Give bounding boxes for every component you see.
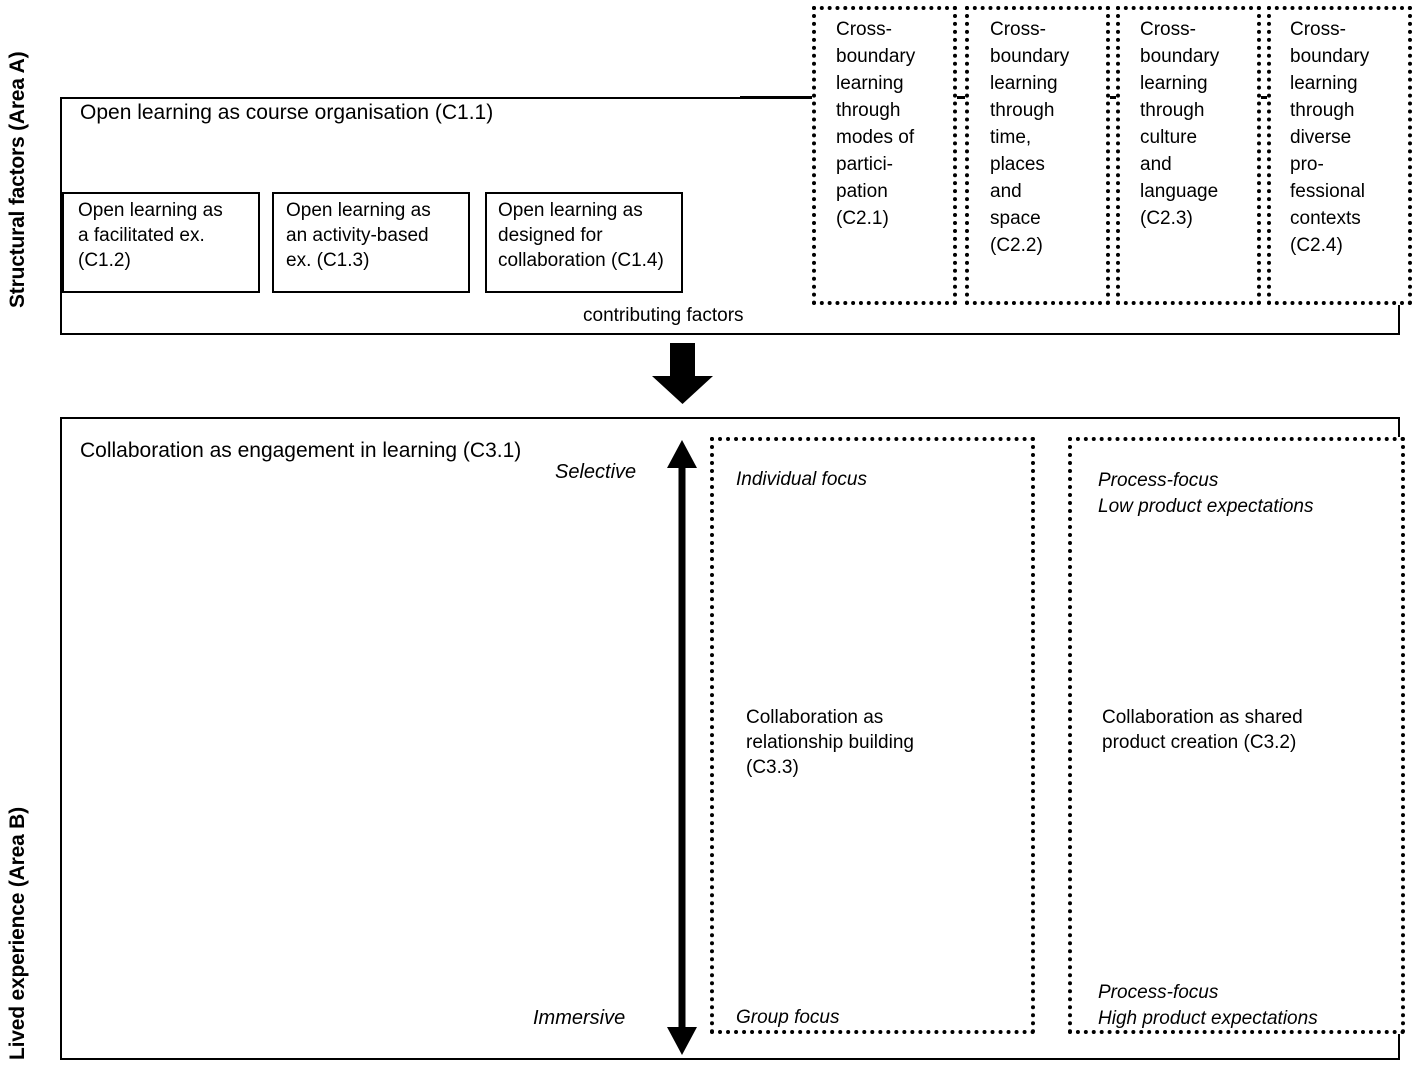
contributing-factors-caption: contributing factors bbox=[583, 305, 744, 326]
box-c2-1[interactable] bbox=[812, 6, 957, 305]
box-c2-3[interactable] bbox=[1116, 6, 1261, 305]
axis-label-selective: Selective bbox=[555, 461, 637, 483]
box-c1-3[interactable] bbox=[272, 192, 470, 293]
box-c1-4-label: Open learning as designed for collaborat… bbox=[498, 200, 664, 271]
down-arrow-icon bbox=[652, 343, 713, 404]
box-c3-2[interactable] bbox=[1068, 437, 1405, 1034]
axis-label-area-a: Structural factors (Area A) bbox=[6, 51, 29, 308]
double-headed-arrow-icon bbox=[667, 440, 697, 1055]
box-c3-3-center-label: Collaboration as relationship building (… bbox=[746, 707, 914, 778]
axis-label-area-b: Lived experience (Area B) bbox=[6, 807, 29, 1060]
box-c1-3-label: Open learning as an activity-based ex. (… bbox=[286, 200, 431, 271]
box-c1-4[interactable] bbox=[485, 192, 683, 293]
box-c1-2[interactable] bbox=[62, 192, 260, 293]
box-c2-4-label: Cross- boundary learning through diverse… bbox=[1290, 19, 1370, 256]
box-c3-2-top-label: Process-focus Low product expectations bbox=[1098, 470, 1314, 517]
area-b-title: Collaboration as engagement in learning … bbox=[80, 439, 522, 462]
area-a-title: Open learning as course organisation (C1… bbox=[80, 101, 494, 124]
box-c3-2-center-label: Collaboration as shared product creation… bbox=[1102, 707, 1303, 753]
axis-label-immersive: Immersive bbox=[533, 1007, 626, 1029]
box-c3-3[interactable] bbox=[710, 437, 1035, 1034]
box-c3-3-bottom-label: Group focus bbox=[736, 1007, 840, 1028]
connector-line-c22 bbox=[955, 96, 973, 98]
box-c1-2-label: Open learning as a facilitated ex. (C1.2… bbox=[78, 200, 223, 271]
box-c2-3-label: Cross- boundary learning through culture… bbox=[1140, 19, 1220, 229]
box-c2-2-label: Cross- boundary learning through time, p… bbox=[990, 19, 1070, 256]
box-c3-3-top-label: Individual focus bbox=[736, 469, 867, 490]
box-c2-1-label: Cross- boundary learning through modes o… bbox=[836, 19, 916, 229]
box-c2-2[interactable] bbox=[965, 6, 1110, 305]
box-c2-4[interactable] bbox=[1267, 6, 1412, 305]
box-c3-2-bottom-label: Process-focus High product expectations bbox=[1098, 982, 1318, 1029]
connector-line-c21 bbox=[740, 96, 812, 98]
